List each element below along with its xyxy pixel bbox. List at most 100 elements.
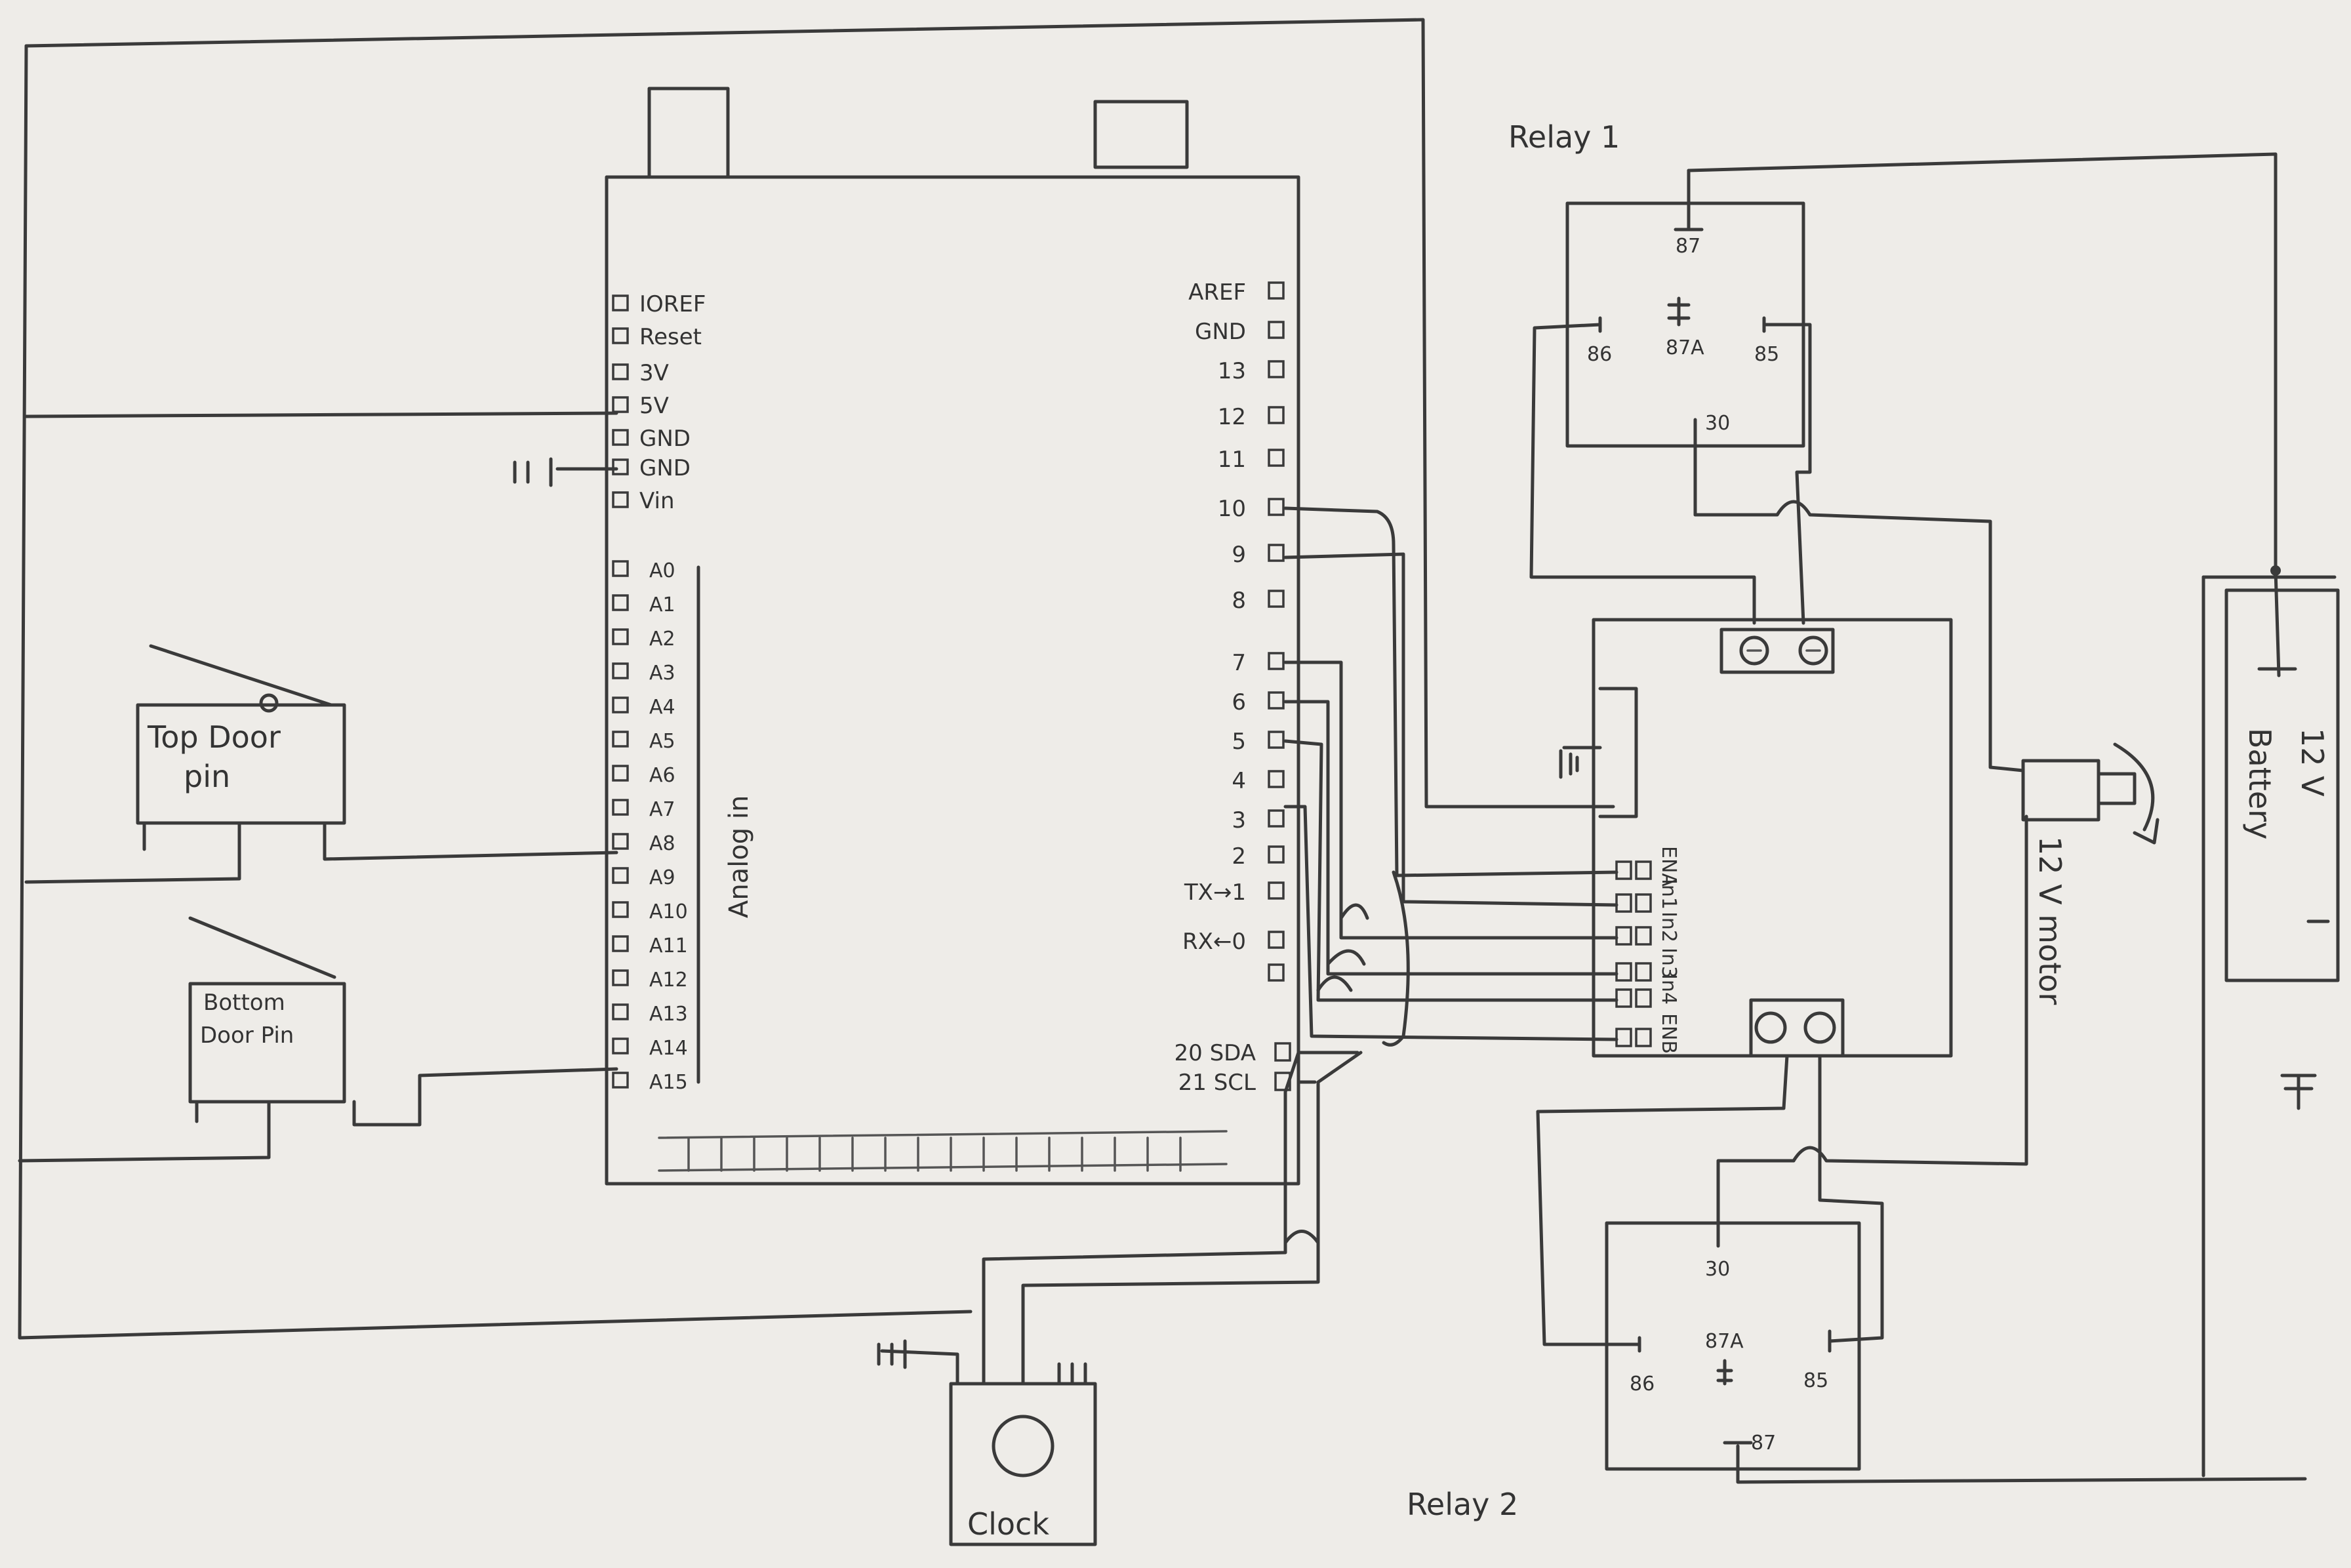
analog-pin-label: A10: [649, 900, 688, 923]
battery-label-name: Battery: [2242, 728, 2278, 839]
clock-label: Clock: [967, 1506, 1049, 1542]
top-door-switch-roller: [259, 693, 279, 713]
analog-pin-label: A0: [649, 559, 675, 582]
digital-pin-label: RX←0: [1182, 929, 1246, 955]
analog-pin-pad: [612, 935, 629, 952]
ground-symbol-clock: [877, 1339, 907, 1369]
battery-positive-terminal: [2257, 569, 2297, 677]
wire-relay2-87: [1736, 1444, 2307, 1484]
wire-pin7-in2: [1283, 660, 1618, 940]
output-screw-1: [1754, 1011, 1787, 1044]
analog-pin-pad: [612, 594, 629, 611]
analog-pin-label: A9: [649, 866, 675, 889]
power-pin-pad: [612, 396, 629, 413]
bottom-door-label-line2: Door Pin: [200, 1022, 294, 1049]
digital-pin-pad: [1268, 449, 1285, 467]
digital-pin-label: GND: [1195, 319, 1246, 345]
dc-motor: 12 V motor: [2021, 742, 2160, 1005]
digital-pin-label: AREF: [1188, 279, 1246, 306]
driver-pin-label: In1: [1657, 879, 1680, 910]
digital-pin-pad: [1268, 963, 1285, 982]
i2c-pin-pad: [1274, 1042, 1291, 1062]
analog-pin-pad: [612, 1037, 629, 1055]
analog-pin-label: A3: [649, 662, 675, 685]
analog-pin-pad: [612, 1003, 629, 1020]
driver-pin-pad: [1615, 893, 1632, 913]
analog-pin-label: A6: [649, 764, 675, 787]
wire-relay2-30: [1716, 1159, 1796, 1248]
ground-symbol-battery: [2280, 1074, 2317, 1110]
terminal-screw-2: [1798, 635, 1828, 666]
wire-crossover-clock: [1283, 1230, 1320, 1245]
power-jack: [1093, 100, 1189, 169]
digital-pin-pad: [1268, 360, 1285, 378]
relay1-pin-30: 30: [1705, 412, 1730, 435]
digital-pin-pad: [1268, 809, 1285, 828]
driver-pin-pad: [1615, 1028, 1632, 1047]
analog-pin-label: A4: [649, 696, 675, 719]
analog-pin-label: A7: [649, 798, 675, 821]
clock-battery-cell: [992, 1415, 1055, 1478]
digital-pin-label: 7: [1232, 650, 1246, 676]
battery-junction-dot: [2270, 565, 2281, 576]
relay2-pin-85: 85: [1803, 1369, 1828, 1392]
analog-pin-pad: [612, 696, 629, 714]
wire-relay1-30-motor: [1693, 500, 2025, 773]
analog-pin-pad: [612, 560, 629, 577]
battery-body: [2224, 588, 2340, 982]
wire-pin3-enb: [1283, 805, 1618, 1041]
digital-pin-label: 12: [1218, 404, 1246, 430]
power-pin-label: Vin: [639, 488, 675, 514]
power-pin-pad: [612, 429, 629, 446]
wire-relay2-30-motor: [1792, 814, 2028, 1166]
power-pin-label: IOREF: [639, 291, 706, 317]
power-pin-label: 3V: [639, 360, 669, 386]
analog-pin-pad: [612, 765, 629, 782]
digital-pin-pad: [1268, 406, 1285, 424]
analog-pin-pad: [612, 628, 629, 645]
digital-pin-pad: [1268, 845, 1285, 864]
ground-symbol-driver: [1559, 746, 1602, 779]
digital-pin-label: 8: [1232, 588, 1246, 614]
driver-pin-label: In2: [1657, 912, 1680, 942]
bottom-door-label-line1: Bottom: [203, 990, 285, 1016]
digital-pin-pad: [1268, 770, 1285, 788]
motor-driver-power-terminal: [1719, 628, 1835, 674]
bottom-door-switch: Bottom Door Pin: [18, 916, 618, 1163]
wire-clock-sda: [982, 1051, 1300, 1386]
driver-pin-pad: [1635, 962, 1652, 982]
bottom-door-switch-lever: [188, 916, 336, 979]
usb-connector: [647, 87, 730, 179]
driver-pin-pad: [1635, 988, 1652, 1008]
analog-pin-label: A12: [649, 969, 688, 992]
wire-relay2-86-driver: [1536, 1054, 1789, 1346]
relay-1: Relay 1 87 86 87A 85 30: [1508, 119, 2278, 773]
outer-frame-top: [24, 18, 1615, 809]
wire-pin9-in1: [1283, 552, 1618, 907]
i2c-pin-label: 20 SDA: [1175, 1040, 1256, 1066]
relay1-title: Relay 1: [1508, 119, 1620, 155]
motor-shaft: [2097, 772, 2137, 805]
relay1-pin-87: 87: [1676, 235, 1700, 258]
wire-relay1-85-driver: [1762, 323, 1812, 625]
i2c-pin-stubs: [1296, 1051, 1359, 1084]
digital-pin-label: 13: [1218, 358, 1246, 384]
motor-arrow-head: [2133, 818, 2160, 845]
digital-pin-label: 11: [1218, 447, 1246, 473]
control-wires: [1283, 506, 1618, 1047]
power-pin-pad: [612, 363, 629, 380]
top-door-label-line1: Top Door: [147, 719, 281, 755]
relay2-pin-86: 86: [1630, 1373, 1655, 1396]
analog-pin-label: A1: [649, 593, 675, 616]
digital-pin-pad: [1268, 321, 1285, 339]
analog-pin-pad: [612, 1072, 629, 1089]
clock-module: Clock: [877, 1051, 1363, 1546]
relay1-87-terminal: [1674, 169, 1704, 231]
digital-pin-label: 10: [1218, 496, 1246, 522]
